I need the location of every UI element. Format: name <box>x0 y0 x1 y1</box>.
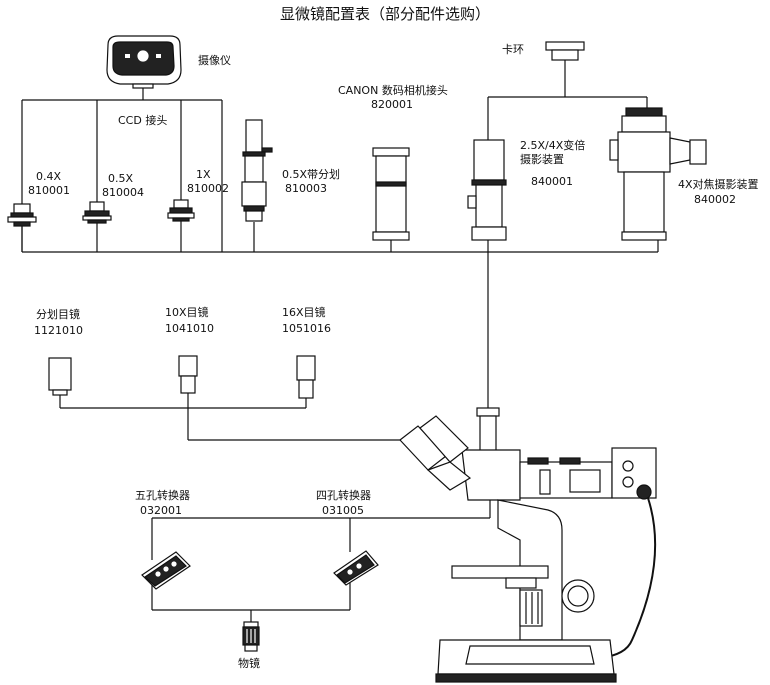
adapter-04x-icon <box>7 203 37 227</box>
focus-photo-label: 4X对焦摄影装置 <box>678 178 759 191</box>
zoom-photo-label-line2: 摄影装置 <box>520 153 564 166</box>
zoom-photo-label-line1: 2.5X/4X变倍 <box>520 139 586 152</box>
adapter-04x-label: 0.4X <box>36 170 62 183</box>
eyepiece-16x-icon <box>296 355 316 399</box>
eyepiece-reticle-label: 分划目镜 <box>36 308 80 321</box>
eyepiece-10x-icon <box>178 355 198 394</box>
focus-photo-code: 840002 <box>694 193 736 206</box>
canon-adapter-code: 820001 <box>371 98 413 111</box>
five-hole-nosepiece-code: 032001 <box>140 504 182 517</box>
adapter-05x-reticle-label: 0.5X带分划 <box>282 168 341 181</box>
page-title: 显微镜配置表（部分配件选购） <box>279 5 490 23</box>
adapter-05x-label: 0.5X <box>108 172 134 185</box>
eyepiece-16x-label: 16X目镜 <box>282 306 326 319</box>
adapter-05x-icon <box>82 201 112 224</box>
canon-adapter-icon <box>372 147 410 241</box>
eyepiece-16x-code: 1051016 <box>282 322 331 335</box>
objective-label: 物镜 <box>238 657 260 670</box>
eyepiece-10x-label: 10X目镜 <box>165 306 209 319</box>
zoom-photo-device-icon <box>467 139 507 241</box>
adapter-05x-code: 810004 <box>102 186 144 199</box>
four-hole-nosepiece-code: 031005 <box>322 504 364 517</box>
adapter-1x-code: 810002 <box>187 182 229 195</box>
five-hole-nosepiece-label: 五孔转换器 <box>135 489 190 502</box>
connector-lines <box>21 60 659 622</box>
adapter-05x-reticle-code: 810003 <box>285 182 327 195</box>
adapter-04x-code: 810001 <box>28 184 70 197</box>
eyepiece-reticle-icon <box>48 357 72 396</box>
camera-icon <box>106 35 182 89</box>
microscope-icon <box>399 407 657 683</box>
zoom-photo-code: 840001 <box>531 175 573 188</box>
camera-label: 摄像仪 <box>198 54 231 67</box>
canon-adapter-label: CANON 数码相机接头 <box>338 84 448 97</box>
eyepiece-reticle-code: 1121010 <box>34 324 83 337</box>
five-hole-nosepiece-icon <box>141 551 191 590</box>
adapter-05x-reticle-icon <box>241 119 273 222</box>
ring-icon <box>545 41 585 61</box>
adapter-1x-icon <box>167 199 195 222</box>
adapter-1x-label: 1X <box>196 168 211 181</box>
focus-photo-device-icon <box>609 107 707 241</box>
ccd-adapter-label: CCD 接头 <box>118 114 168 127</box>
four-hole-nosepiece-label: 四孔转换器 <box>316 489 371 502</box>
ring-label: 卡环 <box>502 43 524 56</box>
objective-icon <box>242 621 260 652</box>
eyepiece-10x-code: 1041010 <box>165 322 214 335</box>
four-hole-nosepiece-icon <box>333 550 379 586</box>
